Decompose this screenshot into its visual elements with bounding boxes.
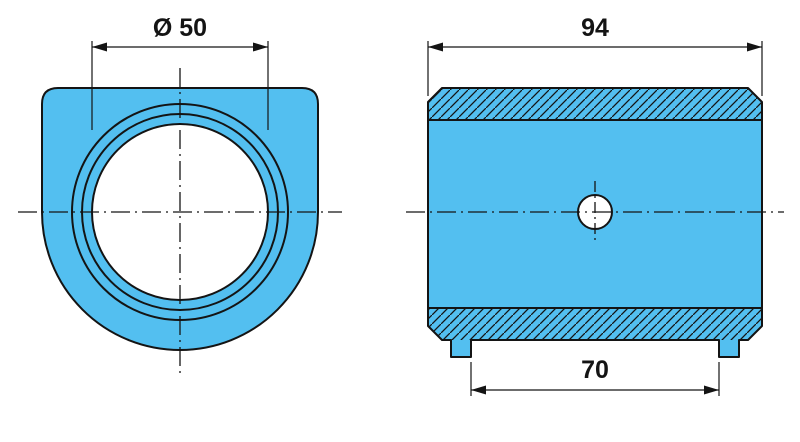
bore-diameter-label: Ø 50 <box>153 14 207 42</box>
top-serration-hatch <box>428 88 762 120</box>
arrowhead-right <box>253 42 268 52</box>
overall-width-label: 94 <box>581 14 609 42</box>
arrowhead-left <box>92 42 107 52</box>
side-view <box>406 87 784 358</box>
bottom-serration-hatch <box>428 308 762 340</box>
arrowhead-left <box>428 42 443 52</box>
dim-bore-diameter: Ø 50 <box>91 14 269 130</box>
arrowhead-left <box>471 385 486 395</box>
dim-overall-width: 94 <box>427 14 763 96</box>
arrowhead-right <box>704 385 719 395</box>
arrowhead-right <box>747 42 762 52</box>
dim-foot-spacing: 70 <box>470 356 720 396</box>
foot-spacing-label: 70 <box>581 356 609 384</box>
front-view <box>18 68 342 376</box>
